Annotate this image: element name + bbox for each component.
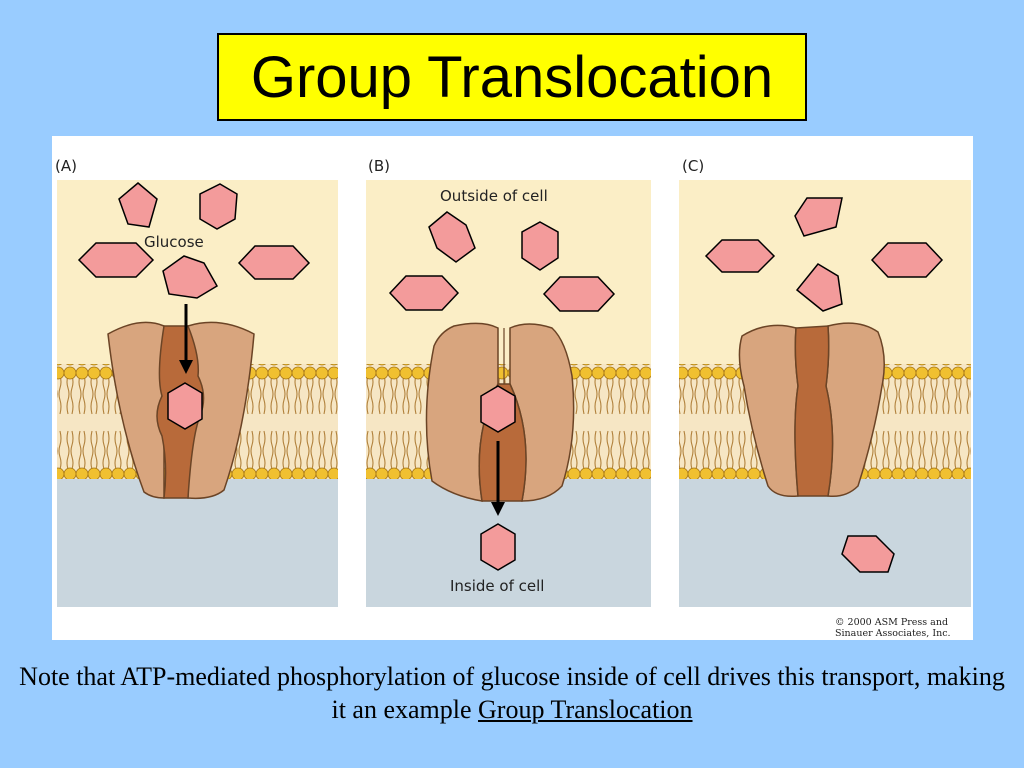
glucose-icon (542, 276, 616, 312)
transporter-left-half (107, 321, 165, 499)
diagram-svg: (A) Glucose (B) Outside of c (55, 157, 971, 639)
glucose-icon (480, 523, 516, 571)
glucose-icon (388, 275, 460, 311)
transporter-left-half (425, 322, 499, 502)
glucose-icon (237, 245, 311, 280)
glucose-label: Glucose (144, 233, 204, 251)
glucose-icon (118, 182, 158, 228)
copyright-line2: Sinauer Associates, Inc. (835, 628, 951, 639)
glucose-icon (704, 239, 776, 273)
glucose-icon (480, 385, 516, 433)
copyright-line1: © 2000 ASM Press and (835, 617, 948, 628)
note-link-group-translocation[interactable]: Group Translocation (478, 695, 693, 724)
note-paragraph: Note that ATP-mediated phosphorylation o… (12, 660, 1012, 726)
panel-b: (B) Outside of cell Inside of cell (366, 157, 651, 607)
transporter-right-half (187, 321, 255, 500)
glucose-icon (199, 183, 238, 230)
panel-b-label: (B) (368, 157, 390, 175)
panel-a-inside (57, 479, 338, 607)
panel-a-transporter (107, 321, 255, 500)
glucose-icon (162, 255, 219, 299)
panel-b-outside (366, 180, 651, 364)
arrow-head (491, 502, 505, 516)
glucose-icon (795, 263, 843, 312)
glucose-icon (428, 211, 476, 263)
transporter-channel (794, 325, 834, 497)
glucose-icon (794, 197, 843, 237)
diagram-figure: (A) Glucose (B) Outside of c (52, 136, 973, 640)
arrow-head (179, 360, 193, 374)
glucose-icon (521, 221, 559, 271)
glucose-icon (870, 242, 944, 278)
panel-a: (A) Glucose (55, 157, 338, 607)
glucose-icon (167, 382, 203, 430)
panel-c-inside (679, 479, 971, 607)
glucose-icon (77, 242, 155, 278)
glucose-icon (841, 535, 895, 573)
panel-a-label: (A) (55, 157, 77, 175)
outside-of-cell-label: Outside of cell (440, 187, 548, 205)
panel-c: (C) (679, 157, 971, 607)
panel-c-transporter (738, 322, 885, 498)
inside-of-cell-label: Inside of cell (450, 577, 544, 595)
page-title: Group Translocation (250, 44, 774, 110)
title-box: Group Translocation (217, 33, 807, 121)
panel-c-label: (C) (682, 157, 704, 175)
note-text: Note that ATP-mediated phosphorylation o… (19, 662, 1005, 724)
